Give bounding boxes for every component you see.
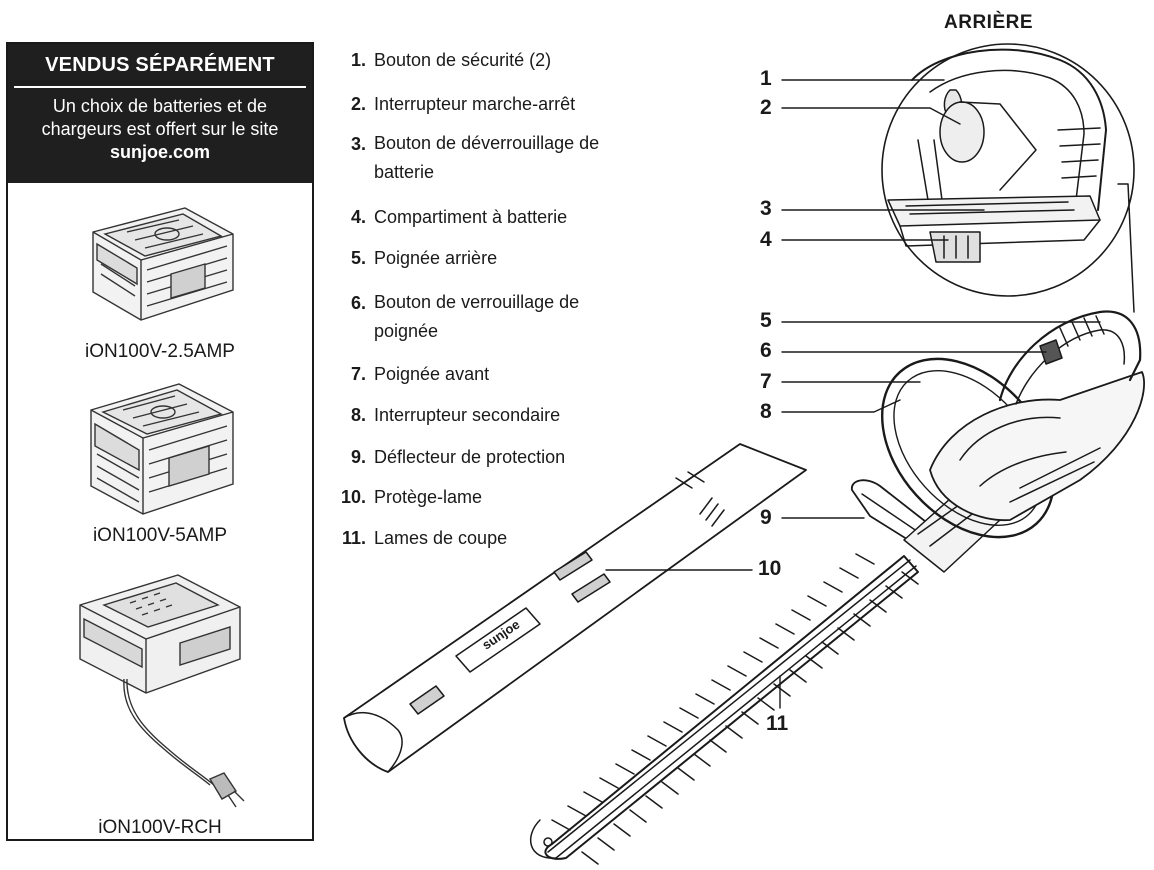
part-label: Poignée arrière xyxy=(374,248,498,268)
part-number: 3. xyxy=(350,134,366,154)
part-label: Bouton de déverrouillage de batterie xyxy=(374,133,600,182)
callout-7: 7 xyxy=(760,370,772,393)
part-number: 4. xyxy=(350,207,366,227)
part-number: 10. xyxy=(340,487,366,507)
part-label: Protège-lame xyxy=(374,487,483,507)
blade-scabbard: sunjoe xyxy=(343,443,807,773)
product-label-2-5amp: iON100V-2.5AMP xyxy=(85,341,235,362)
description-text: Un choix de batteries et de chargeurs es… xyxy=(41,96,279,139)
part-number: 9. xyxy=(350,447,366,467)
callout-6: 6 xyxy=(760,339,772,362)
product-charger xyxy=(8,559,312,809)
part-number: 6. xyxy=(350,293,366,313)
part-number: 1. xyxy=(350,50,366,70)
part-label: Bouton de verrouillage de poignée xyxy=(374,292,580,341)
sold-separately-description: Un choix de batteries et de chargeurs es… xyxy=(8,95,312,164)
callout-lines xyxy=(605,79,1101,709)
callout-10: 10 xyxy=(758,557,782,580)
part-number: 2. xyxy=(350,94,366,114)
callout-8: 8 xyxy=(760,400,772,423)
part-label: Interrupteur marche-arrêt xyxy=(374,94,576,114)
battery-small-icon xyxy=(92,207,234,321)
part-number: 5. xyxy=(350,248,366,268)
callout-3: 3 xyxy=(760,197,772,220)
website-link[interactable]: sunjoe.com xyxy=(109,142,211,162)
battery-large-icon xyxy=(90,383,234,515)
part-label: Interrupteur secondaire xyxy=(374,405,561,425)
detail-connector-line xyxy=(1117,183,1135,313)
callout-5: 5 xyxy=(760,309,772,332)
callout-11: 11 xyxy=(766,712,789,735)
trimmer-body xyxy=(851,310,1145,573)
part-number: 11. xyxy=(341,528,366,548)
callout-2: 2 xyxy=(760,96,772,119)
part-label: Compartiment à batterie xyxy=(374,207,568,227)
part-label: Lames de coupe xyxy=(374,528,508,548)
sold-separately-panel: VENDUS SÉPARÉMENT Un choix de batteries … xyxy=(6,42,314,841)
product-battery-2-5amp xyxy=(8,194,312,334)
callout-9: 9 xyxy=(760,506,772,529)
cutting-blades xyxy=(530,553,919,865)
sold-separately-header: VENDUS SÉPARÉMENT Un choix de batteries … xyxy=(8,44,312,183)
part-label: Bouton de sécurité (2) xyxy=(374,50,552,70)
part-label: Déflecteur de protection xyxy=(374,447,566,467)
charger-icon xyxy=(79,574,245,808)
rear-detail-view xyxy=(881,43,1135,297)
callout-1: 1 xyxy=(760,67,772,90)
callout-4: 4 xyxy=(760,228,772,251)
rear-view-title: ARRIÈRE xyxy=(944,12,1034,33)
product-label-charger: iON100V-RCH xyxy=(98,817,222,838)
part-number: 7. xyxy=(350,364,366,384)
product-battery-5amp xyxy=(8,374,312,524)
part-label: Poignée avant xyxy=(374,364,490,384)
sold-separately-title: VENDUS SÉPARÉMENT xyxy=(45,54,275,76)
part-number: 8. xyxy=(350,405,366,425)
header-divider xyxy=(14,86,306,88)
product-label-5amp: iON100V-5AMP xyxy=(92,525,228,546)
